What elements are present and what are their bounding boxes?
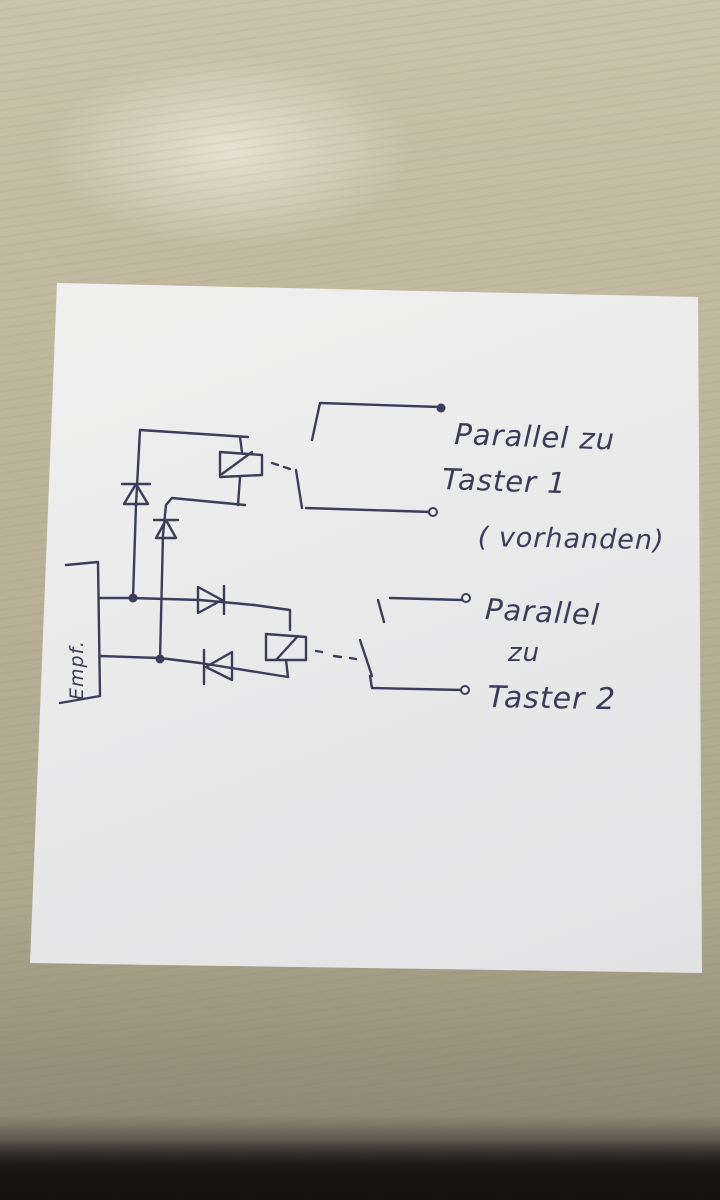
relay-2-terminal-upper	[461, 593, 471, 603]
receiver-lead-2	[98, 654, 290, 679]
diode-d	[202, 648, 234, 686]
diode-a	[120, 482, 152, 506]
output-2-label-line-3: Taster 2	[487, 680, 617, 718]
relay-2-coil-lead-bottom	[284, 658, 290, 679]
receiver-label: Empf.	[66, 640, 88, 700]
sticky-note-paper	[30, 283, 702, 973]
relay-2-switch	[358, 638, 374, 678]
relay-1-linkage	[270, 461, 292, 471]
relay-2-lead	[252, 603, 292, 632]
relay-1-terminal-upper	[436, 403, 446, 413]
relay-1-coil	[218, 450, 264, 479]
relay-2-coil	[264, 632, 308, 662]
output-2-label-line-1: Parallel	[484, 592, 601, 632]
relay-1-coil-lead-bottom	[236, 475, 242, 507]
relay-2-contact-upper	[376, 596, 464, 624]
relay-1-coil-lead-top	[238, 435, 244, 454]
output-1-label-line-2: Taster 1	[441, 462, 568, 501]
relay-2-linkage	[314, 649, 358, 661]
receiver-lead-1	[98, 596, 256, 607]
feed-line-a	[131, 428, 250, 600]
output-1-label-line-3: ( vorhanden)	[477, 522, 665, 557]
relay-2-terminal-lower	[460, 685, 470, 695]
relay-1-switch	[294, 468, 304, 510]
relay-1-terminal-lower	[428, 507, 438, 517]
relay-1-contact-lower	[304, 506, 434, 514]
receiver-box	[58, 560, 102, 705]
output-2-label-line-2: zu	[508, 638, 541, 668]
feed-line-b	[158, 496, 247, 661]
relay-2-contact-lower	[368, 674, 464, 692]
table-edge-shadow	[0, 1140, 720, 1200]
diode-b	[152, 518, 180, 540]
output-1-label-line-1: Parallel zu	[453, 417, 616, 457]
diode-c	[196, 584, 226, 616]
relay-1-contact-upper	[310, 401, 442, 442]
